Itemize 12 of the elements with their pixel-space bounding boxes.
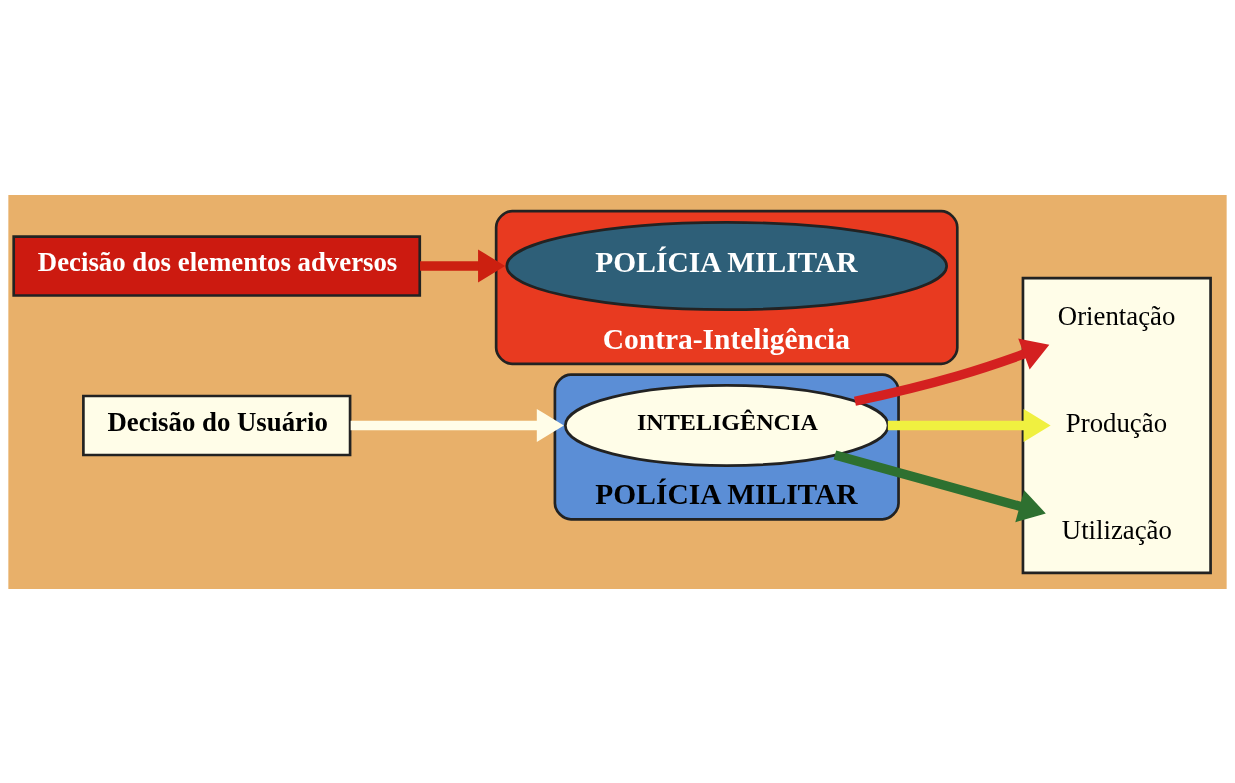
arrow <box>420 248 506 283</box>
node-text: Utilização <box>1061 514 1172 545</box>
node-box: Decisão dos elementos adversos <box>12 234 422 297</box>
arrow <box>350 408 564 442</box>
arrow <box>853 338 1050 406</box>
node-text: Orientação <box>1057 300 1176 331</box>
node-text: Produção <box>1065 407 1168 438</box>
node-ellipse: INTELIGÊNCIA <box>564 383 890 467</box>
node-box: Decisão do Usuário <box>82 394 352 456</box>
node-ellipse: POLÍCIA MILITAR <box>505 220 948 311</box>
arrow <box>887 408 1051 442</box>
arrow <box>833 450 1046 522</box>
